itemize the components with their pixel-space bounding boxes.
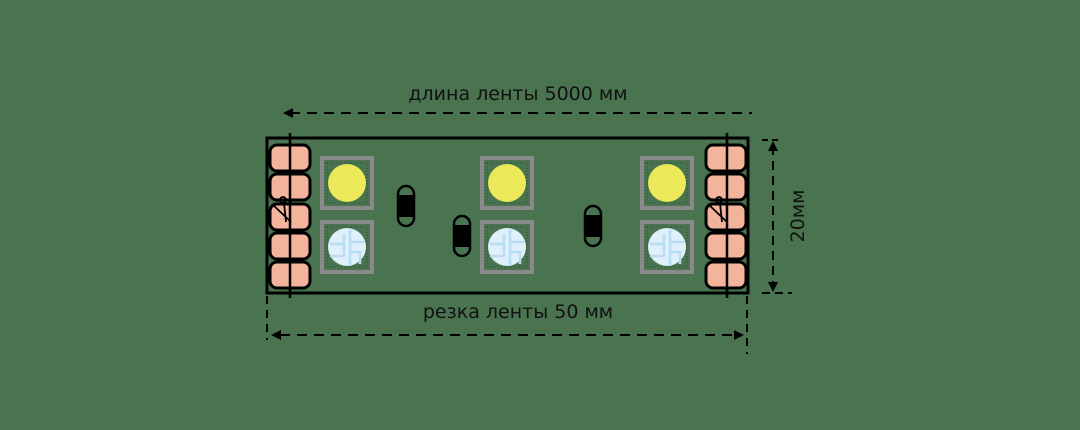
left-contact-pads <box>268 140 312 292</box>
led-warm <box>480 156 534 210</box>
right-contact-pads <box>704 140 748 292</box>
width-label: 20мм <box>787 190 809 243</box>
cut-dimension: резка ленты 50 мм <box>266 296 748 354</box>
scissors-icon <box>707 196 728 223</box>
led-column-3 <box>640 156 694 274</box>
arrow-left-icon <box>271 330 281 340</box>
width-dimension: 20мм <box>762 139 809 294</box>
led-column-2 <box>480 156 534 274</box>
cut-label: резка ленты 50 мм <box>423 301 613 323</box>
led-warm <box>320 156 374 210</box>
arrow-up-icon <box>768 141 778 151</box>
led-warm <box>640 156 694 210</box>
led-column-1 <box>320 156 374 274</box>
scissors-icon <box>271 196 292 223</box>
arrow-down-icon <box>768 282 778 292</box>
arrow-right-icon <box>734 330 744 340</box>
arrow-left-icon <box>283 108 293 118</box>
length-label: длина ленты 5000 мм <box>408 83 627 105</box>
length-dimension: длина ленты 5000 мм <box>283 83 752 118</box>
